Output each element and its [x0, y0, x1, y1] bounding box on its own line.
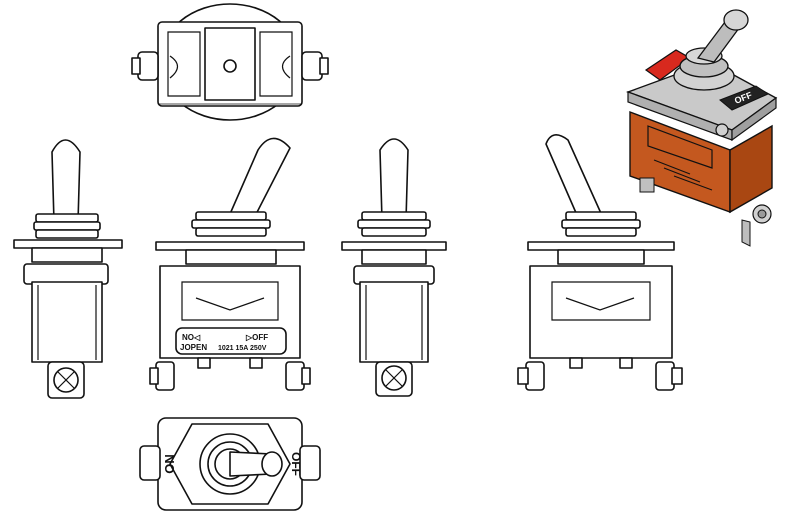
back-view [517, 134, 683, 391]
side-view-center [341, 138, 447, 397]
off-label: ▷OFF [245, 333, 268, 342]
side-view-left [13, 139, 123, 399]
rating-label: 1021 15A 250V [218, 345, 267, 352]
on-label: ON [162, 454, 177, 474]
off-label: OFF [289, 452, 303, 476]
top-view [131, 3, 329, 121]
on-label: NO◁ [182, 333, 201, 342]
isometric-view: OFF [625, 9, 778, 247]
bottom-view: ON OFF [139, 417, 321, 511]
brand-label: JOPEN [180, 343, 207, 352]
front-view: NO◁ ▷OFF JOPEN 1021 15A 250V [149, 137, 311, 391]
